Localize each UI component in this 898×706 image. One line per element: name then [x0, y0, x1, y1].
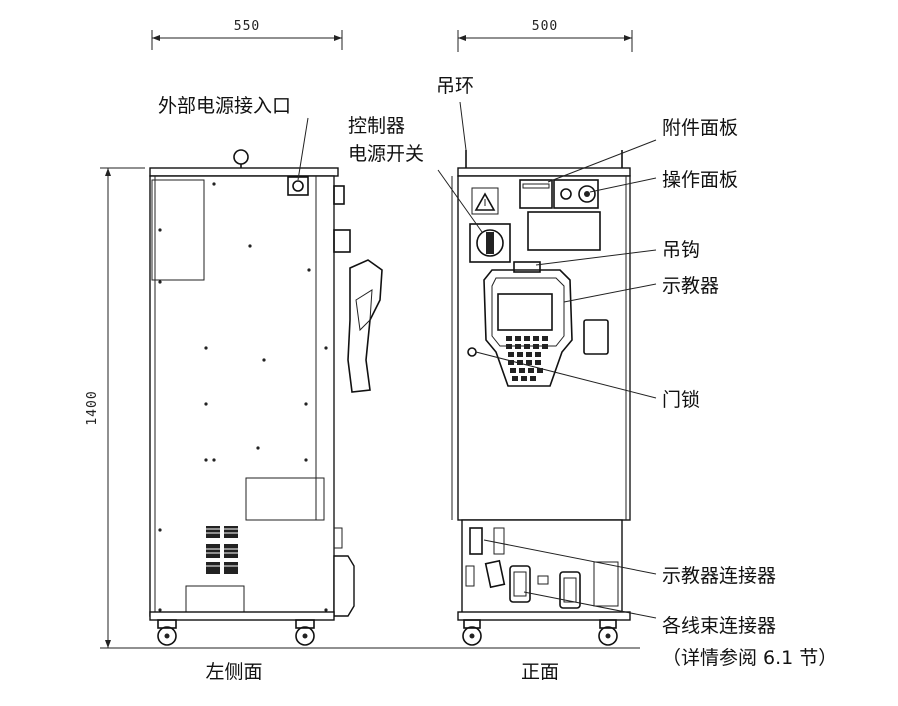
label-harness-note: （详情参阅 6.1 节） — [662, 647, 837, 669]
front-casters — [462, 619, 618, 646]
dim-front-width-label: 500 — [532, 19, 558, 34]
label-controller-power-switch-line2: 电源开关 — [348, 143, 424, 165]
label-external-power-inlet: 外部电源接入口 — [158, 95, 291, 117]
dim-side-width-label: 550 — [234, 19, 260, 34]
label-teach-pendant-connector: 示教器连接器 — [662, 565, 776, 587]
label-teach-pendant: 示教器 — [662, 275, 719, 297]
dimension-side-width: 550 — [151, 19, 343, 50]
label-lifting-eye: 吊环 — [436, 75, 474, 97]
front-view — [451, 150, 631, 646]
label-harness-connectors: 各线束连接器 — [662, 615, 776, 637]
label-front-view: 正面 — [521, 661, 559, 683]
label-accessory-panel: 附件面板 — [662, 117, 738, 139]
label-side-view: 左侧面 — [205, 661, 262, 683]
dimension-front-width: 500 — [457, 19, 633, 52]
label-door-lock: 门锁 — [662, 389, 700, 411]
label-hook: 吊钩 — [662, 239, 700, 261]
dimension-height: 1400 — [85, 167, 145, 649]
label-operation-panel: 操作面板 — [662, 169, 738, 191]
side-vents — [206, 526, 238, 574]
dim-height-label: 1400 — [85, 390, 100, 425]
teach-pendant-graphic — [483, 261, 573, 387]
side-casters — [157, 619, 315, 646]
leader-lines — [297, 101, 657, 619]
label-controller-power-switch-line1: 控制器 — [348, 115, 405, 137]
side-view — [149, 149, 383, 646]
